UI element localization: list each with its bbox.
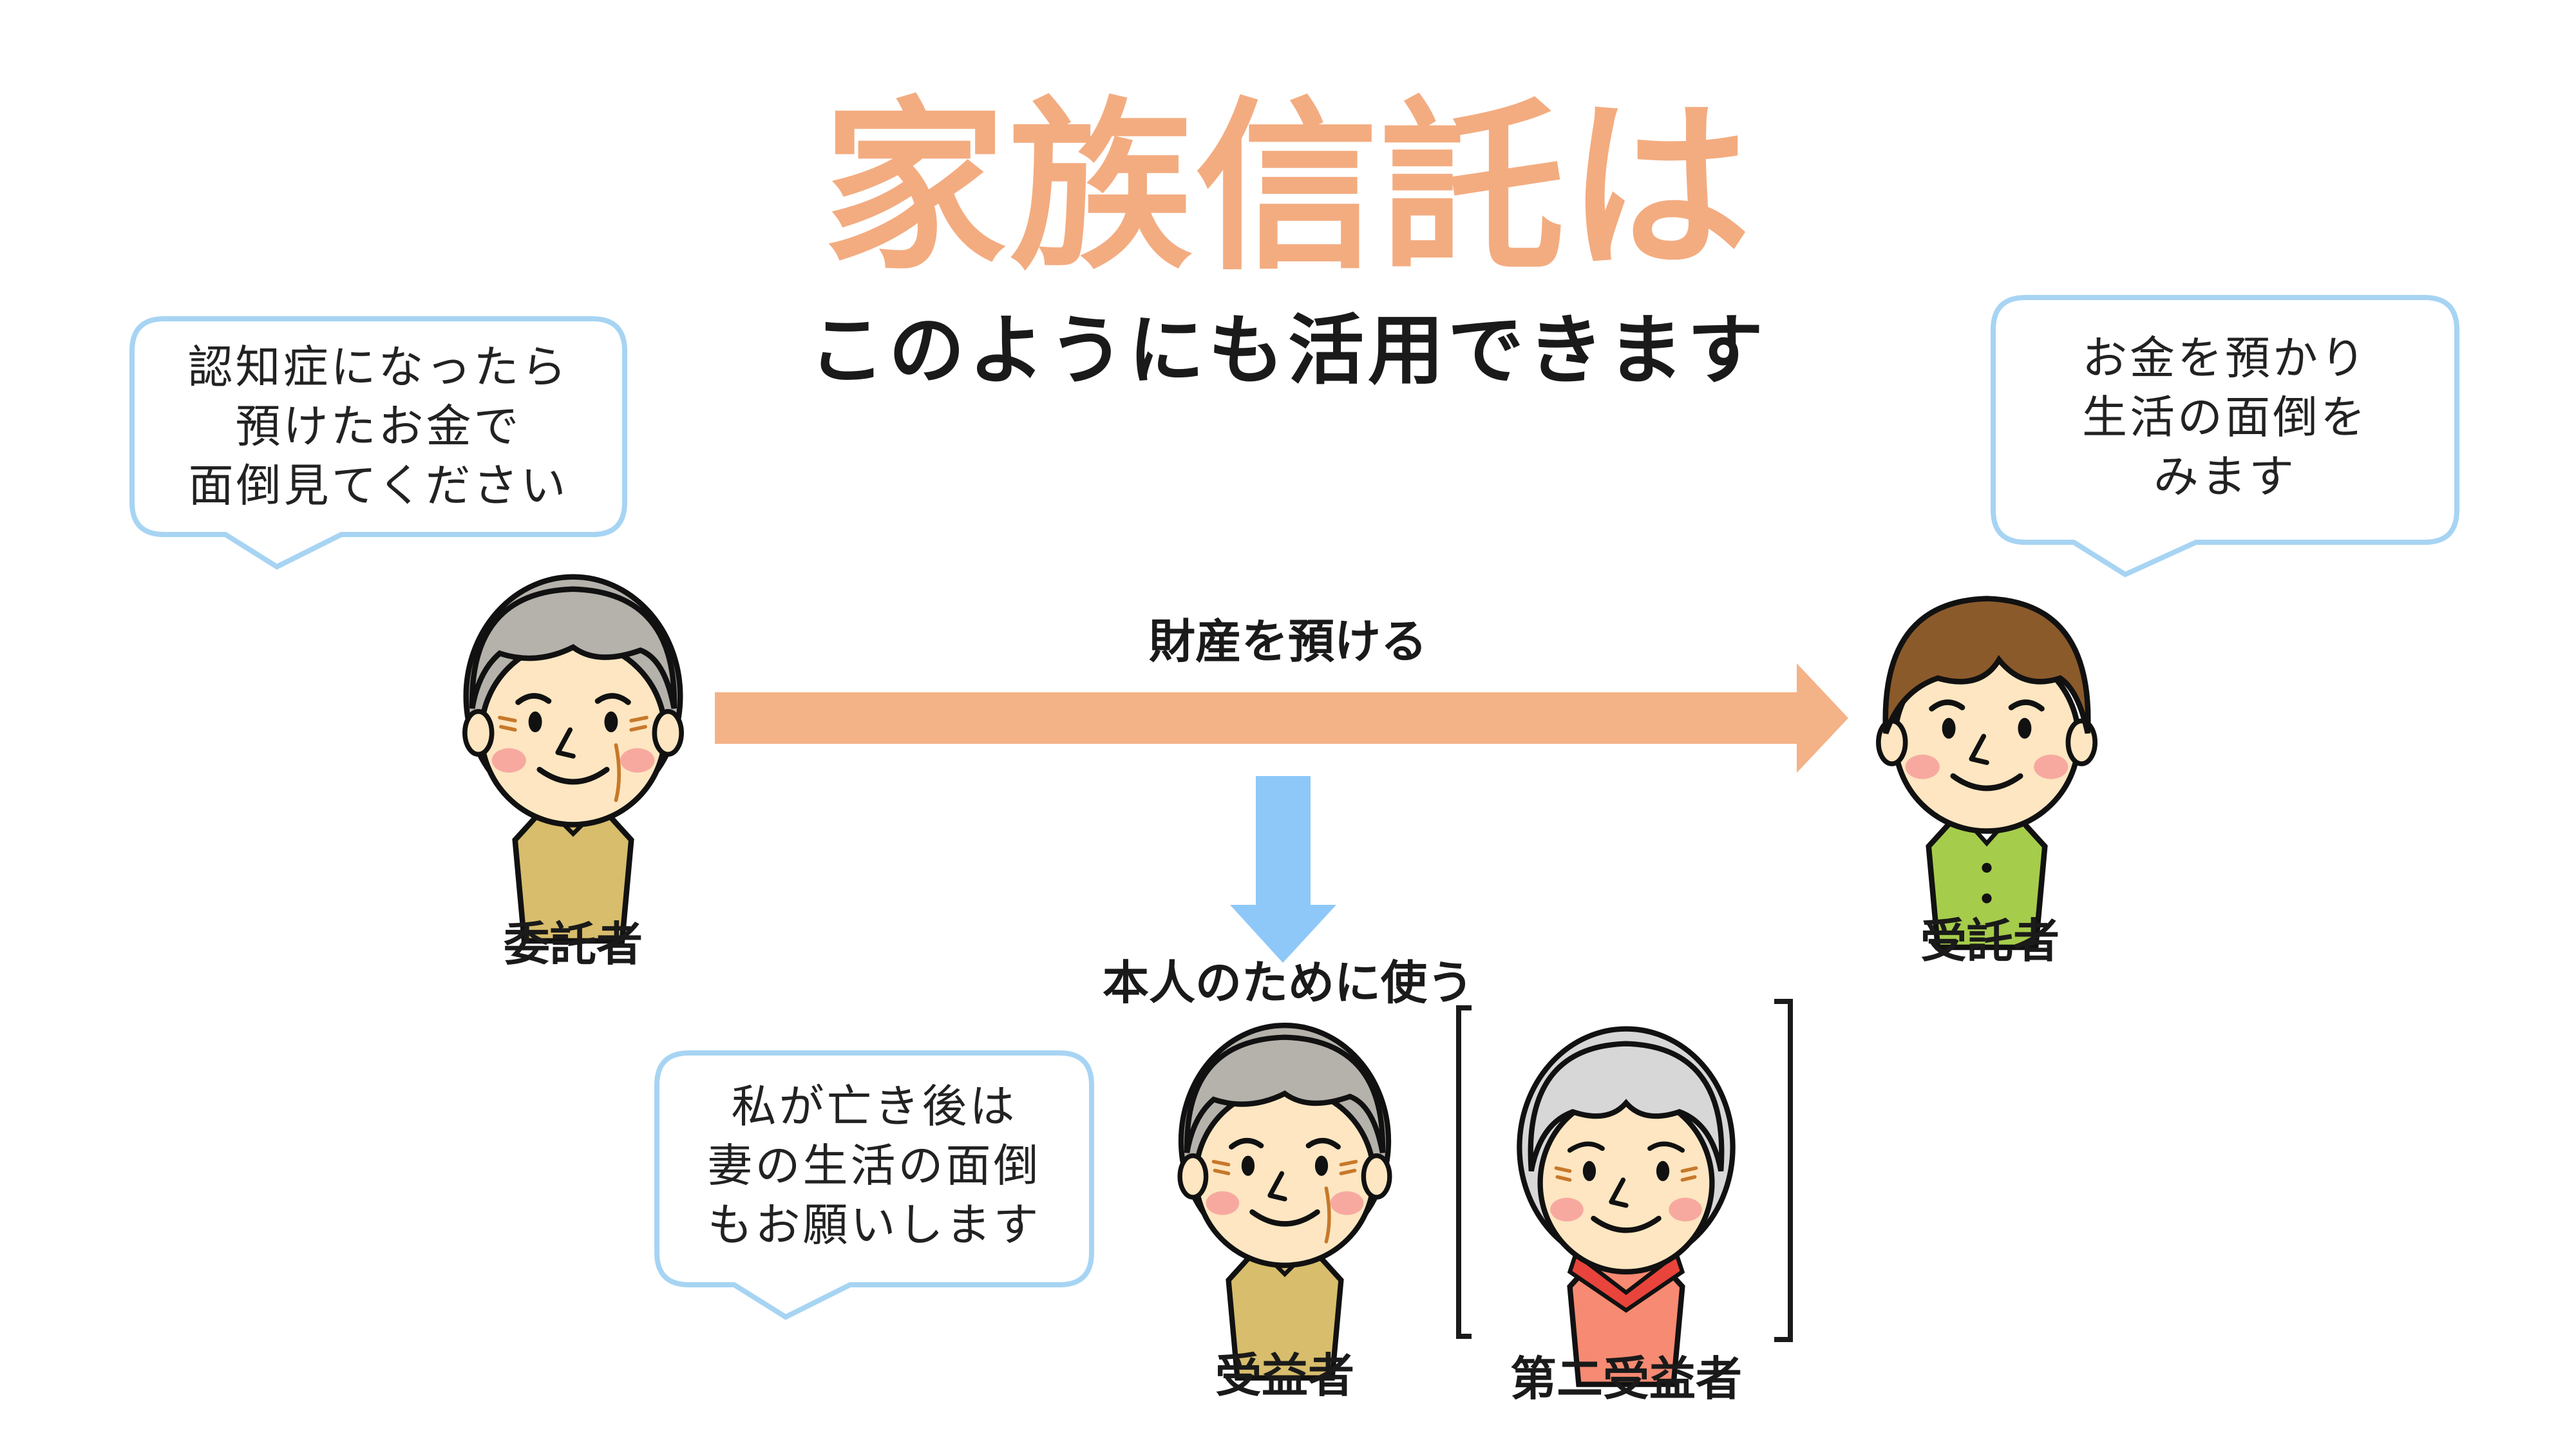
- bubble-line: 認知症になったら: [187, 341, 569, 393]
- bubble-line: みます: [2154, 450, 2297, 503]
- speech-bubble-trustee: [1991, 295, 2459, 578]
- bubble-line: 私が亡き後は: [731, 1080, 1018, 1133]
- bubble-line: 預けたお金で: [235, 400, 522, 453]
- bubble-text-beneficiary: 私が亡き後は 妻の生活の面倒 もお願いします: [657, 1077, 1092, 1255]
- trustee-person: [1879, 599, 2095, 948]
- settlor-person: [465, 577, 681, 941]
- bubble-line: お金を預かり: [2082, 332, 2368, 384]
- second-beneficiary-label: 第二受益者: [1510, 1352, 1742, 1406]
- bracket: [1456, 999, 1793, 1342]
- speech-bubble-beneficiary: [654, 1050, 1094, 1320]
- trustee-label: 受託者: [1920, 914, 2060, 968]
- bubble-line: 妻の生活の面倒: [707, 1139, 1041, 1192]
- use-for-self-label: 本人のために使う: [1102, 956, 1473, 1010]
- bubble-line: 生活の面倒を: [2082, 391, 2368, 444]
- transfer-arrow: [715, 663, 1848, 773]
- bubble-text-trustee: お金を預かり 生活の面倒を みます: [1993, 328, 2457, 506]
- settlor-label: 委託者: [503, 917, 643, 971]
- second-beneficiary-person: [1519, 1029, 1732, 1385]
- page-subtitle: このようにも活用できます: [808, 306, 1767, 395]
- bubble-text-settlor: 認知症になったら 預けたお金で 面倒見てください: [132, 337, 625, 515]
- page-title: 家族信託は: [822, 81, 1754, 295]
- beneficiary-label: 受益者: [1215, 1349, 1354, 1403]
- beneficiary-person: [1180, 1025, 1390, 1378]
- transfer-label: 財産を預ける: [1148, 614, 1427, 668]
- down-arrow: [1230, 776, 1336, 963]
- bubble-line: 面倒見てください: [188, 459, 569, 512]
- speech-bubble-settlor: [129, 316, 627, 570]
- bubble-line: もお願いします: [707, 1198, 1041, 1251]
